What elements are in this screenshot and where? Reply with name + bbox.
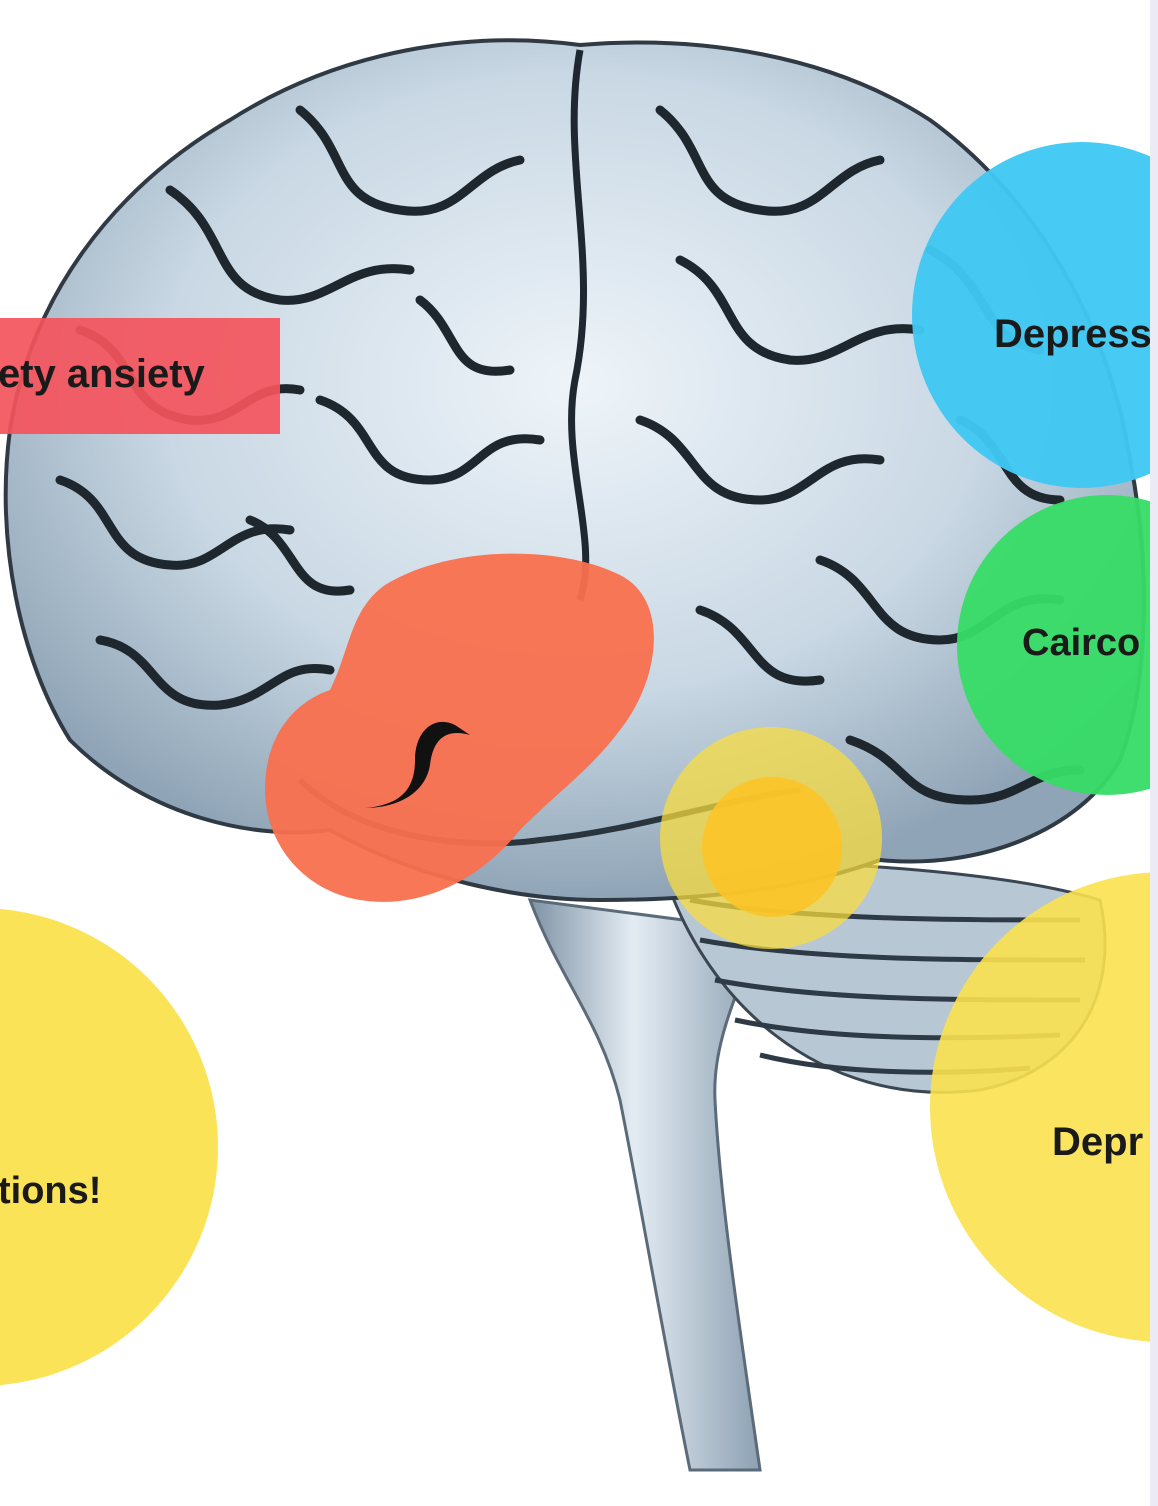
depression-yellow-label: Depr [1052, 1120, 1143, 1165]
depression-blue-label: Depress [994, 312, 1152, 357]
yellow-ring-core [702, 777, 842, 917]
yellow-ring-highlight [660, 727, 882, 949]
scrollbar-track[interactable] [1150, 0, 1158, 1506]
emotions-yellow-label: tions! [0, 1170, 101, 1213]
cairco-green-label: Cairco [1022, 622, 1140, 665]
anxiety-tag[interactable]: ety ansiety [0, 318, 280, 434]
anxiety-tag-label: ety ansiety [0, 352, 205, 397]
